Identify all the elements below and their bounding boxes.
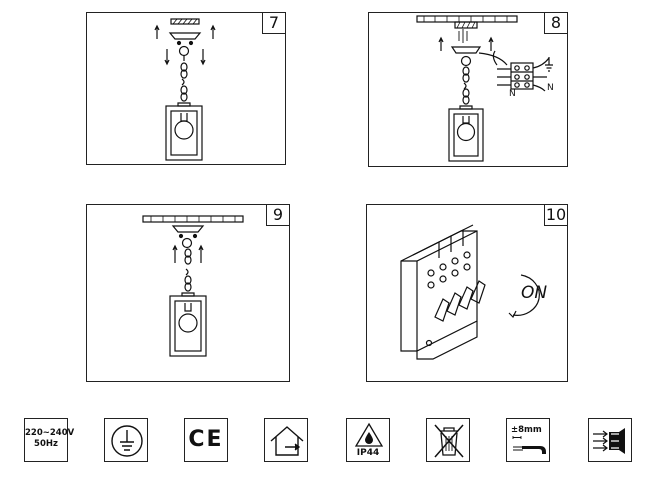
on-label: ON [521,283,548,303]
ce-mark-text: CE [188,427,224,452]
step-8-panel: 8 [368,12,568,167]
pendant-lamp-fixing-illustration [142,215,244,357]
step-7-panel: 7 [86,12,286,165]
pendant-lamp-wiring-illustration [416,15,553,162]
ce-mark-icon: CE [184,418,228,462]
step-8-number: 8 [544,12,568,34]
ip-rating-text: IP44 [356,448,380,458]
weee-disposal-icon [426,418,470,462]
step-10-panel: 10 ON [366,204,568,382]
step-10-number: 10 [544,204,568,226]
strip-length-text: ±8mm [511,425,542,435]
earth-ground-icon [104,418,148,462]
pendant-lamp-hanging-illustration [154,18,216,161]
ip44-water-protection-icon: IP44 [346,418,390,462]
voltage-rating-icon: 220~240V 50Hz [24,418,75,462]
neutral-label-left: N [509,89,516,99]
step-9-panel: 9 [86,204,290,382]
neutral-label-right: N [547,83,554,93]
voltage-line: 220~240V [25,428,75,438]
frequency-line: 50Hz [34,439,58,449]
strip-length-icon: ±8mm [506,418,550,462]
step-9-number: 9 [266,204,290,226]
wire-insertion-icon [588,418,632,462]
circuit-breaker-illustration [400,224,540,360]
step-7-number: 7 [262,12,286,34]
indoor-use-house-icon [264,418,308,462]
